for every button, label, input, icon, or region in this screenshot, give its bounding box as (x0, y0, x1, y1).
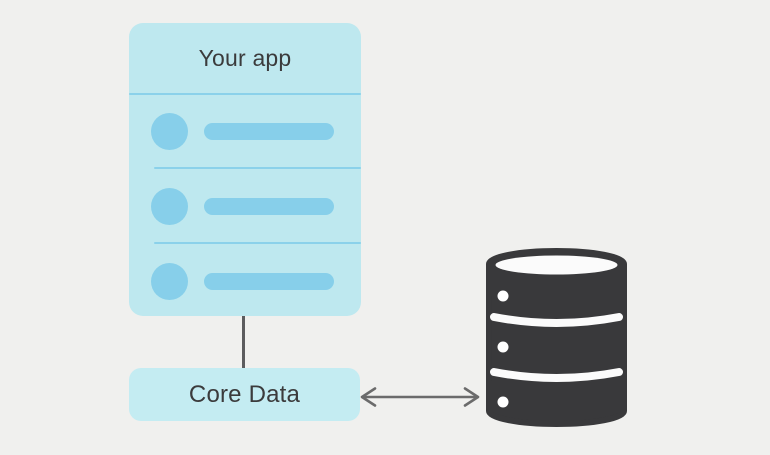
list-item-bar (204, 123, 334, 140)
list-item-avatar (151, 113, 188, 150)
core-data-label: Core Data (188, 380, 301, 408)
list-item-bar (204, 273, 334, 290)
core-data-box: Core Data (129, 368, 360, 421)
list-item-bar (204, 198, 334, 215)
database-icon (486, 248, 627, 427)
divider (129, 93, 361, 95)
divider (154, 167, 361, 169)
list-item-avatar (151, 188, 188, 225)
bidirectional-arrow-icon (360, 387, 480, 407)
list-item-avatar (151, 263, 188, 300)
divider (154, 242, 361, 244)
connector-line (242, 316, 245, 368)
app-title: Your app (198, 44, 292, 71)
app-window: Your app (129, 23, 361, 316)
